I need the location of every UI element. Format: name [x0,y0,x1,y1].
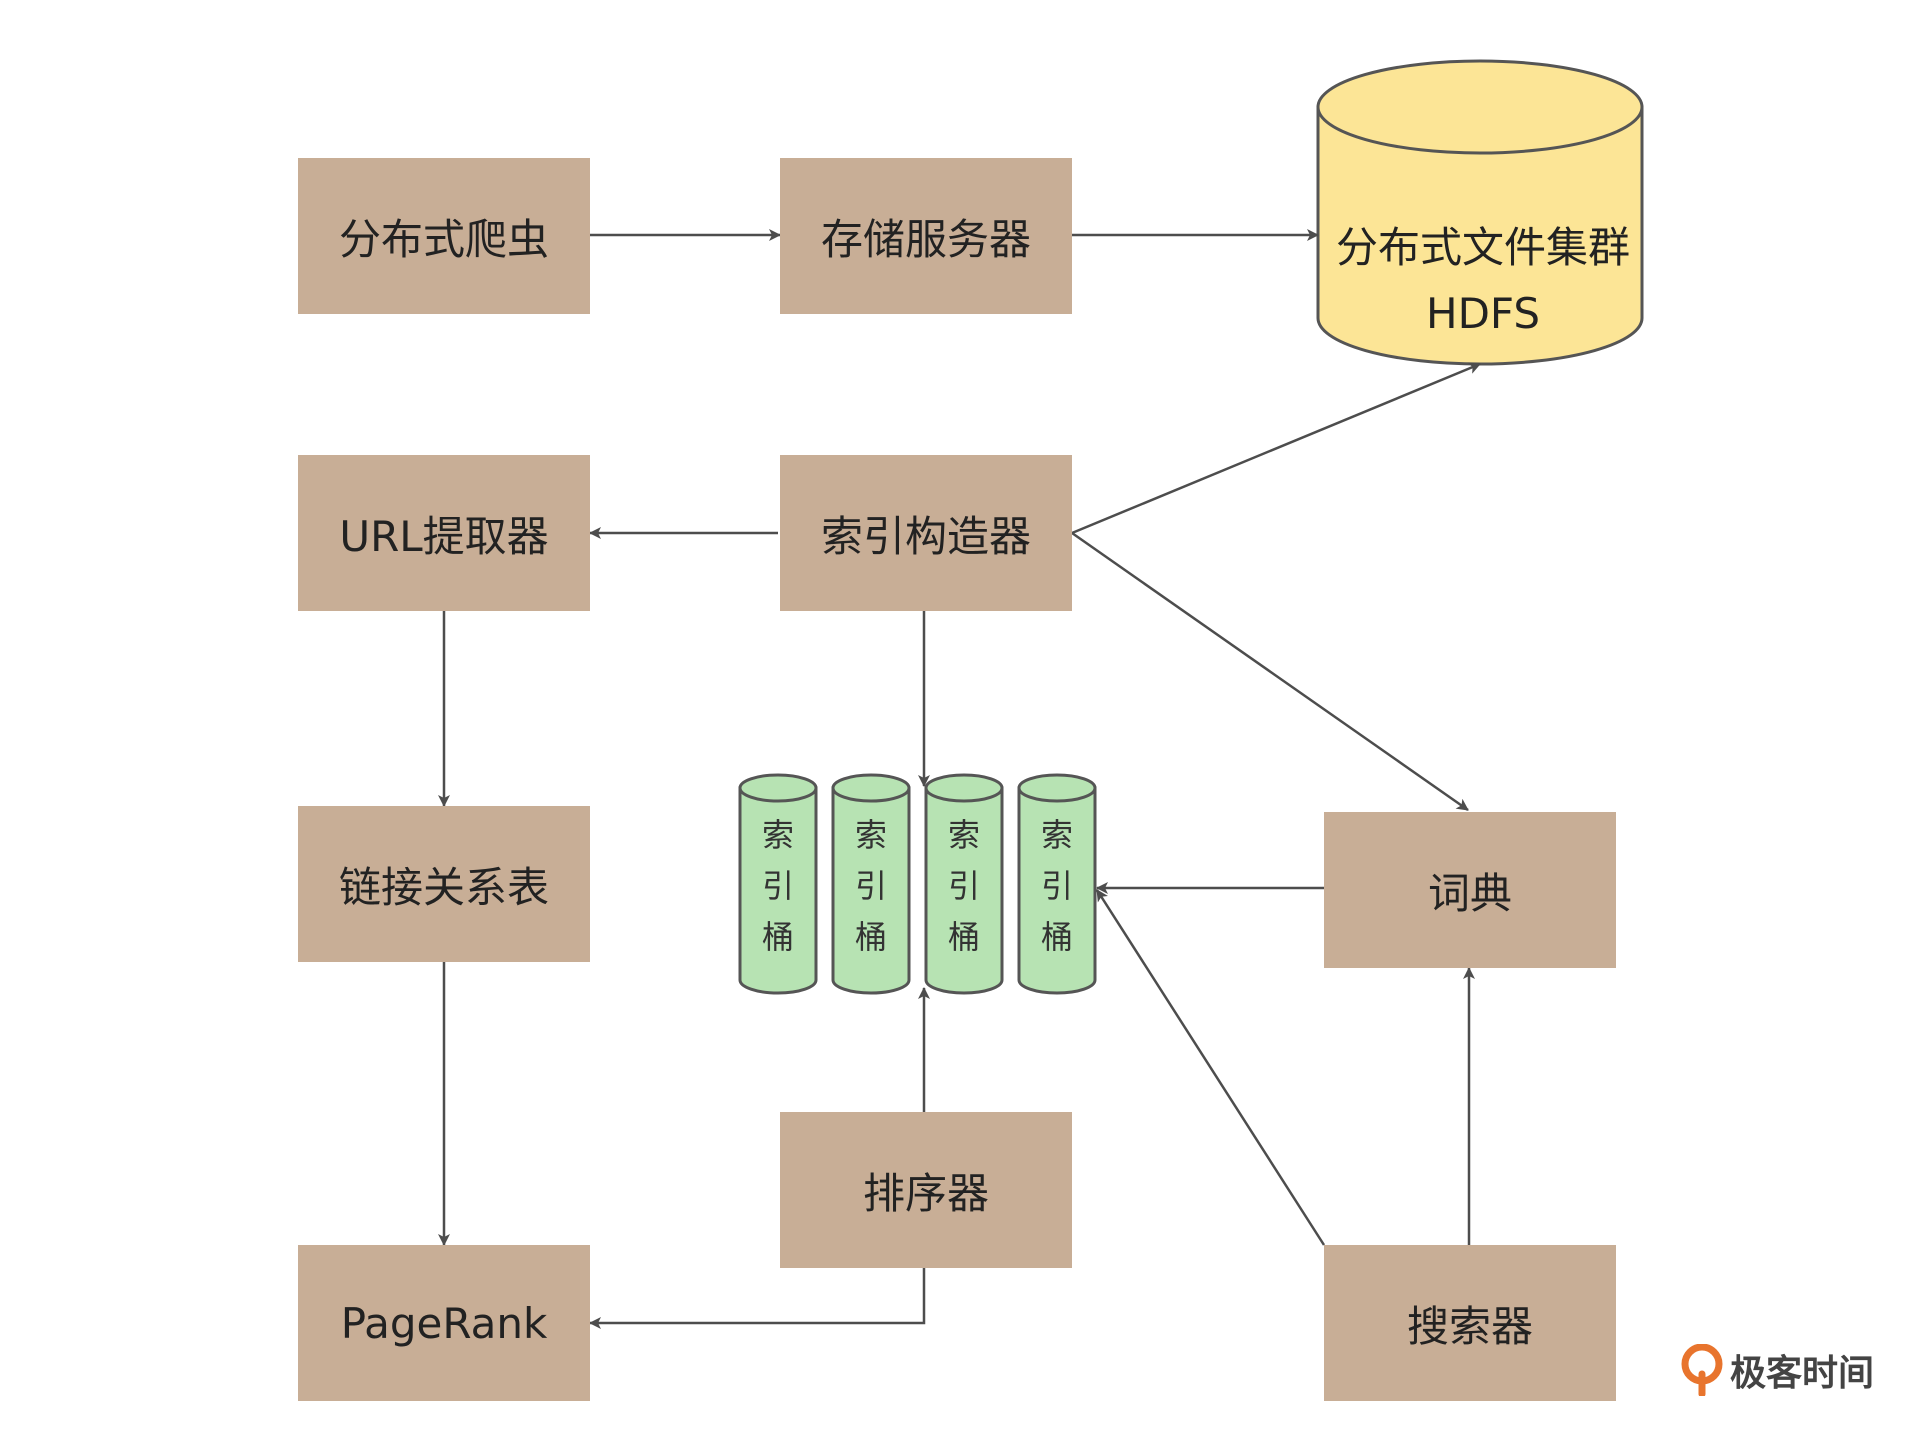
dfs-cluster-node: 分布式文件集群 HDFS [1318,196,1648,366]
crawler-node: 分布式爬虫 [298,158,590,314]
sorter-label: 排序器 [862,1168,989,1218]
bucket-char: 索 [854,816,887,854]
bucket-char: 索 [947,816,980,854]
edge-index-builder-to-dictionary [1071,531,1469,812]
bucket-char: 引 [854,867,887,905]
bucket-char: 索 [761,816,794,854]
storage-server-label: 存储服务器 [820,214,1031,264]
index-bucket-2-shape [831,773,911,995]
index-bucket-3: 索 引 桶 [926,810,1002,963]
edge-sorter-to-pagerank [589,1268,926,1329]
index-bucket-3-shape [924,773,1004,995]
index-builder-node: 索引构造器 [780,455,1072,611]
bucket-char: 桶 [947,918,980,956]
edges [438,229,1481,1329]
bucket-char: 引 [761,867,794,905]
edge-index-builder-to-dfs [1071,362,1481,535]
dictionary-node: 词典 [1324,812,1616,968]
pagerank-label: PageRank [340,1298,548,1348]
dfs-cylinder-shape [1316,59,1644,366]
index-bucket-shapes [738,773,1097,995]
index-bucket-4-shape [1017,773,1097,995]
index-bucket-2: 索 引 桶 [833,810,909,963]
index-builder-label: 索引构造器 [820,511,1031,561]
pagerank-node: PageRank [298,1245,590,1401]
geektime-logo-text: 极客时间 [1730,1353,1875,1394]
geektime-logo: 极客时间 [1680,1340,1874,1400]
searcher-node: 搜索器 [1324,1245,1616,1401]
url-extractor-label: URL提取器 [339,511,549,561]
edge-searcher-to-buckets [1095,889,1326,1246]
link-table-label: 链接关系表 [338,862,549,912]
link-table-node: 链接关系表 [298,806,590,962]
index-bucket-1-shape [738,773,818,995]
bucket-char: 索 [1040,816,1073,854]
searcher-label: 搜索器 [1406,1301,1533,1351]
dfs-cluster-sublabel: HDFS [1425,289,1540,338]
crawler-label: 分布式爬虫 [338,214,549,264]
sorter-node: 排序器 [780,1112,1072,1268]
storage-server-node: 存储服务器 [780,158,1072,314]
bucket-char: 桶 [761,918,794,956]
geektime-logo-icon [1681,1344,1723,1396]
bucket-char: 引 [1040,867,1073,905]
dictionary-label: 词典 [1427,868,1512,918]
dfs-cluster-label: 分布式文件集群 [1335,223,1630,272]
index-bucket-1: 索 引 桶 [740,810,816,963]
bucket-char: 桶 [854,918,887,956]
index-bucket-4: 索 引 桶 [1019,810,1095,963]
bucket-char: 引 [947,867,980,905]
url-extractor-node: URL提取器 [298,455,590,611]
bucket-char: 桶 [1040,918,1073,956]
